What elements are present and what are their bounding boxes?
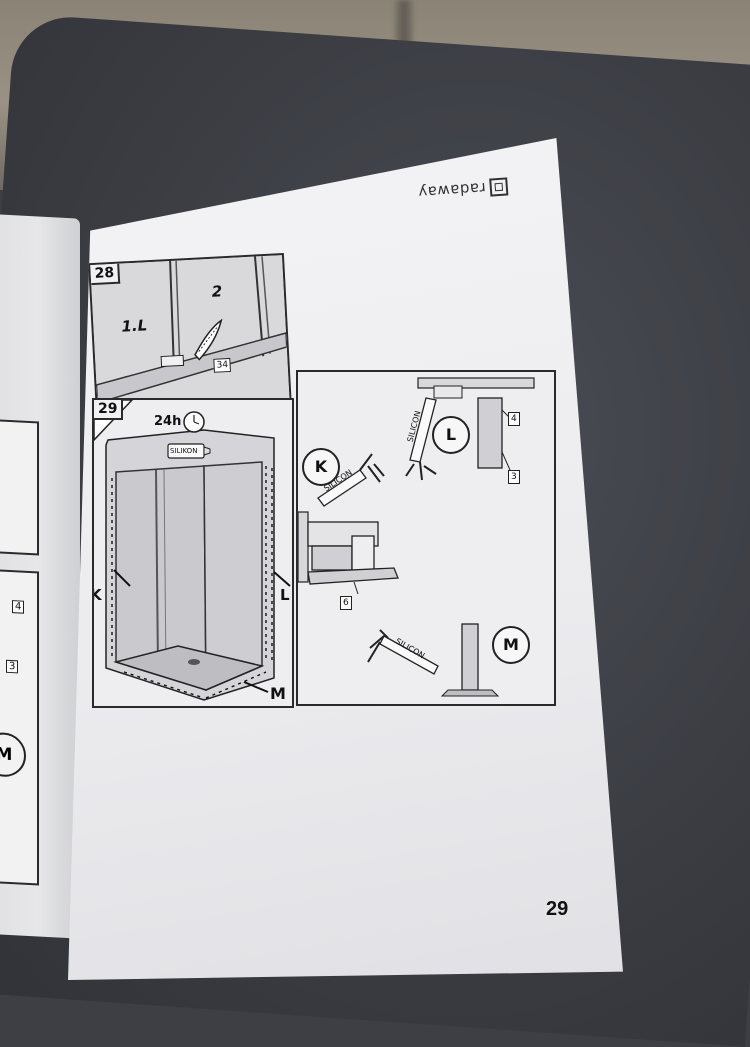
left-page-illustration-bottom <box>0 569 39 886</box>
page-number: 29 <box>546 898 569 920</box>
step-28-number: 28 <box>90 263 121 286</box>
silicone-tube-icon <box>167 443 211 459</box>
marker-k: K <box>94 586 102 604</box>
silicone-gun-m-icon <box>367 629 439 675</box>
silikon-tube-label: SILIKON <box>170 447 198 455</box>
brand-square-icon <box>489 176 509 197</box>
step-29-number: 29 <box>94 400 124 420</box>
step-29-panel: 29 24h SILIKON K L M <box>92 398 294 708</box>
left-page-illustration-top <box>0 419 39 556</box>
detail-circle-l: L <box>432 416 470 454</box>
part-label-34: 34 <box>213 357 232 373</box>
clock-icon <box>183 411 205 433</box>
marker-m: M <box>270 684 286 703</box>
silicone-gun-k-icon <box>317 453 385 507</box>
step-28-illustration <box>90 255 290 415</box>
detail-circle-k: K <box>302 448 340 486</box>
door-label-1l: 1.L <box>120 316 148 336</box>
sealing-detail-panel: K L M SILICON SILICON SILICON 4 3 6 <box>296 370 556 706</box>
step-28-panel: 28 1.L 2 34 <box>88 252 292 418</box>
left-part-label-3: 3 <box>6 659 19 674</box>
detail-circle-m: M <box>492 626 530 664</box>
step-29-illustration <box>94 400 292 706</box>
part-label-3: 3 <box>508 470 520 484</box>
left-part-label-4: 4 <box>12 600 25 614</box>
part-label-4: 4 <box>508 412 520 426</box>
part-label-6: 6 <box>340 596 352 610</box>
marker-l: L <box>280 586 290 604</box>
panel-label-2: 2 <box>211 282 223 301</box>
brand-name: radaway <box>417 178 487 202</box>
left-page: 4 3 M <box>0 211 80 939</box>
silicone-gun-l-icon <box>405 397 437 481</box>
cure-time-label: 24h <box>154 414 182 429</box>
